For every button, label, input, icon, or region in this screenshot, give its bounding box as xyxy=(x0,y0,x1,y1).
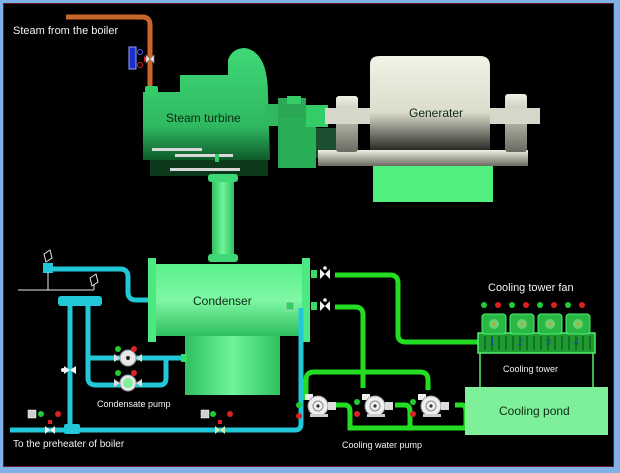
exhaust-duct xyxy=(208,174,238,262)
cooling-water-outlet-valve[interactable] xyxy=(311,266,330,279)
label-cooling-tower-fan: Cooling tower fan xyxy=(488,282,574,294)
condensate-bypass-valve[interactable] xyxy=(61,366,76,374)
label-steam-from-boiler: Steam from the boiler xyxy=(13,25,119,37)
cooling-water-inlet-valve[interactable] xyxy=(311,298,330,311)
condensate-pump-2[interactable] xyxy=(114,370,142,392)
cooling-tower-fans xyxy=(481,302,591,335)
cooling-pond[interactable] xyxy=(465,387,608,435)
generator[interactable] xyxy=(318,56,540,202)
preheater-valve-2[interactable] xyxy=(200,409,233,434)
label-condensate-pump: Condensate pump xyxy=(97,399,171,409)
condensate-pump-1[interactable] xyxy=(114,346,142,367)
instrument-lines xyxy=(18,249,99,291)
fan-4[interactable] xyxy=(565,302,591,335)
pump-2-run-indicator xyxy=(115,370,121,376)
label-generator: Generater xyxy=(409,106,464,120)
turbine-coupling xyxy=(265,96,336,168)
fan-2[interactable] xyxy=(509,302,535,335)
cooling-water-pump-1[interactable] xyxy=(296,394,336,419)
preheater-valve-1[interactable] xyxy=(27,409,61,434)
label-to-preheater: To the preheater of boiler xyxy=(13,439,125,450)
condenser-outlet-nozzle xyxy=(181,354,187,362)
cooling-water-pump-3[interactable] xyxy=(410,394,449,417)
pipe-tee xyxy=(64,424,80,434)
condenser-return-nozzle xyxy=(285,301,295,311)
fan-number-2: 2 xyxy=(518,337,524,347)
fan-number-3: 3 xyxy=(546,337,552,347)
label-steam-turbine: Steam turbine xyxy=(166,111,241,125)
label-condenser: Condenser xyxy=(193,294,252,308)
condenser[interactable] xyxy=(148,258,310,395)
pump-1-stop-indicator xyxy=(131,346,137,352)
preheater-header xyxy=(58,296,102,306)
steam-inlet-pipe xyxy=(66,14,153,90)
label-cooling-tower: Cooling tower xyxy=(503,364,559,374)
label-cooling-pond: Cooling pond xyxy=(499,404,570,418)
pump-1-run-indicator xyxy=(115,346,121,352)
fan-number-4: 4 xyxy=(574,337,580,347)
cooling-tower[interactable] xyxy=(477,332,596,388)
deaerator-tank xyxy=(43,263,53,273)
steam-valve[interactable] xyxy=(128,46,155,70)
pump-2-stop-indicator xyxy=(131,370,137,376)
fan-1[interactable] xyxy=(481,302,507,335)
cooling-water-pump-2[interactable] xyxy=(354,394,393,417)
steam-turbine[interactable] xyxy=(143,48,270,176)
label-cooling-water-pump: Cooling water pump xyxy=(342,440,423,450)
fan-3[interactable] xyxy=(537,302,563,335)
fan-number-1: 1 xyxy=(490,337,496,347)
